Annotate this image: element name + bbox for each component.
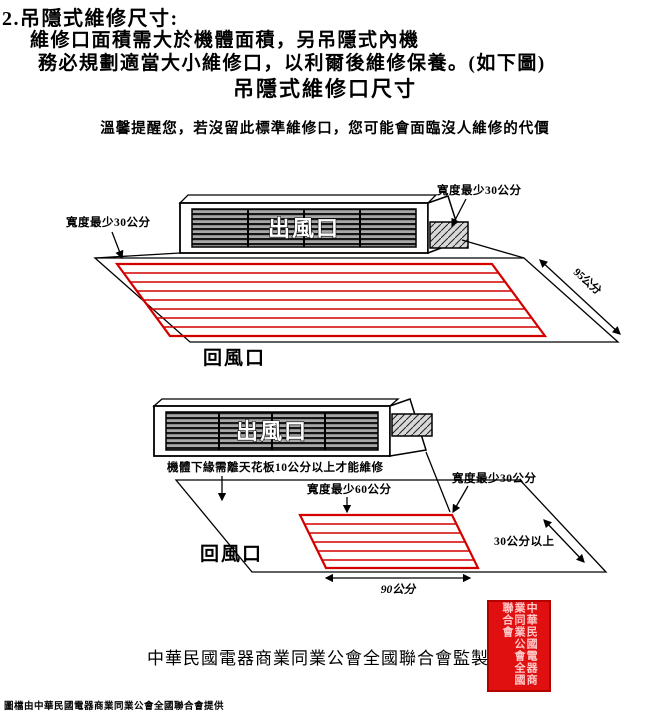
width-right-label: 寬度最少30公分 <box>436 183 522 197</box>
figure-title: 吊隱式維修口尺寸 <box>233 77 417 101</box>
ac-unit-body: 出風口 <box>178 194 469 255</box>
supervised-by-line: 中華民國電器商業同業公會全國聯合會監製 <box>147 649 489 668</box>
outlet-label: 出風口 <box>268 216 340 241</box>
section-title: 2.吊隱式維修尺寸: <box>2 8 179 30</box>
red-hatch-lines <box>304 523 475 561</box>
body-text-line-2: 務必規劃適當大小維修口，以利爾後維修保養。(如下圖) <box>38 53 546 74</box>
unit-top-face <box>152 398 400 407</box>
return-air-label: 回風口 <box>200 543 263 565</box>
official-red-seal: 中華民國電器商業同業公會全國聯合會 <box>487 600 551 692</box>
dimension-annotations: 寬度最少60公分 寬度最少30公分 30公分以上 回風口 90公分 <box>200 471 585 596</box>
depth-90-label: 90公分 <box>381 583 417 596</box>
seal-text: 中華民國電器商業同業公會全國聯合會 <box>500 602 538 686</box>
width-60-label: 寬度最少60公分 <box>306 482 392 496</box>
service-opening-area <box>114 262 548 338</box>
unit-top-face <box>178 194 438 204</box>
outlet-label: 出風口 <box>236 419 308 444</box>
ceiling-clearance-note: 機體下緣需離天花板10公分以上才能維修 <box>167 460 384 474</box>
min-30-label: 30公分以上 <box>494 534 555 548</box>
side-duct <box>391 413 433 437</box>
return-air-label: 回風口 <box>203 347 266 369</box>
outlet-grille <box>191 208 417 248</box>
ac-unit-body: 出風口 <box>152 398 433 457</box>
width-left-label: 寬度最少30公分 <box>65 215 151 229</box>
floor-plane <box>93 239 620 343</box>
body-text-line-1: 維修口面積需大於機體面積，另吊隱式內機 <box>30 30 420 51</box>
red-hatch-lines <box>123 272 539 328</box>
outlet-grille <box>165 411 379 451</box>
reminder-text: 溫馨提醒您，若沒留此標準維修口，您可能會面臨沒人維修的代價 <box>100 121 550 137</box>
diagram-ceiling-unit-top: 出風口 寬度最少30公分 寬度最少30公分 9 <box>65 183 621 369</box>
service-opening-area <box>298 513 480 570</box>
width-30-label: 寬度最少30公分 <box>451 471 537 485</box>
side-duct <box>429 221 469 249</box>
source-credit-line: 圖檔由中華民國電器商業同業公會全國聯合會提供 <box>4 702 225 712</box>
floor-plane <box>174 451 608 573</box>
diagram-ceiling-unit-bottom: 出風口 機體下緣需離天花板10公分以上才能維修 寬度最少60公分 寬度最少30公… <box>152 398 608 596</box>
